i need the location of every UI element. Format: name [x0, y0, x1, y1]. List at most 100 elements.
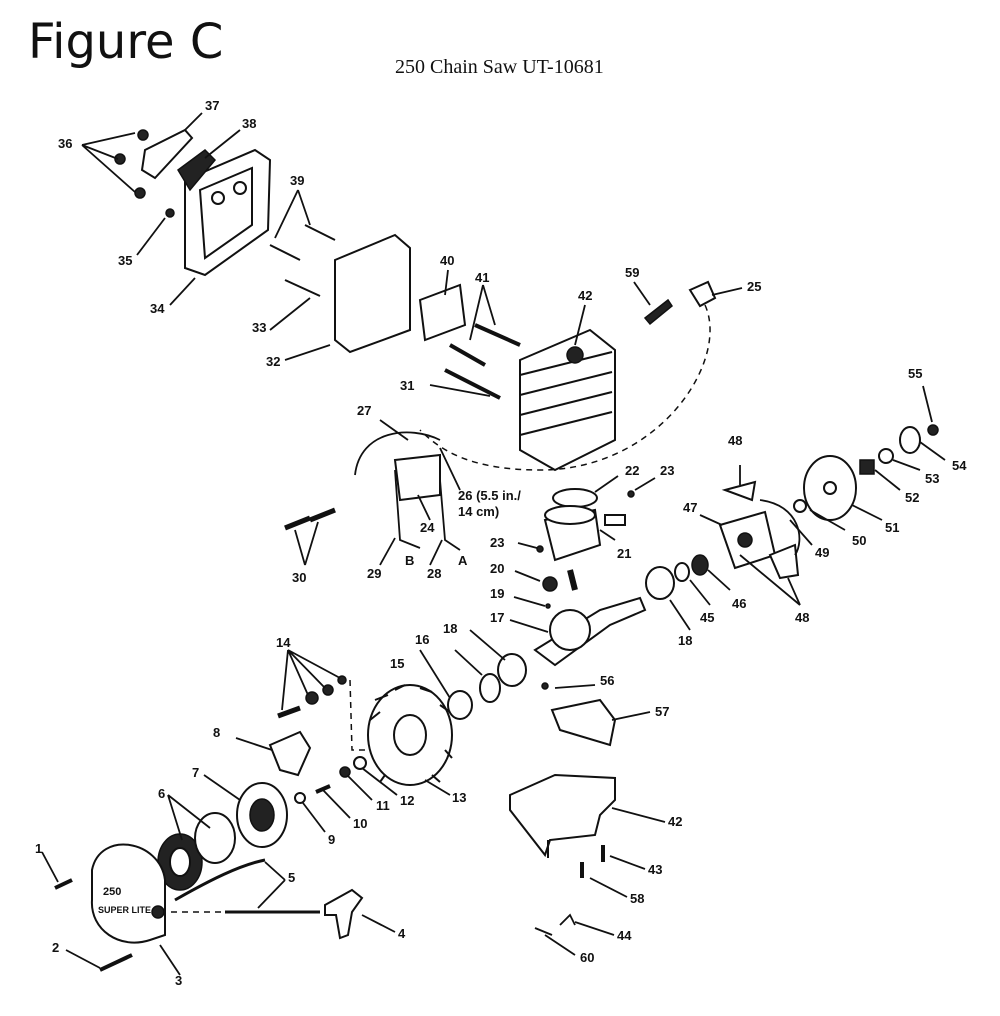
callout-47: 47 [683, 500, 697, 515]
callout-23-left: 23 [490, 535, 504, 550]
callout-A: A [458, 553, 468, 568]
callout-45: 45 [700, 610, 714, 625]
callout-2: 2 [52, 940, 59, 955]
callout-17: 17 [490, 610, 504, 625]
callout-21: 21 [617, 546, 631, 561]
diagram-subtitle: 250 Chain Saw UT-10681 [395, 56, 604, 78]
callout-53: 53 [925, 471, 939, 486]
callout-55: 55 [908, 366, 922, 381]
ignition-module [284, 431, 461, 551]
callout-60: 60 [580, 950, 594, 965]
callout-46: 46 [732, 596, 746, 611]
crankshaft [533, 569, 647, 667]
cylinder [519, 328, 616, 472]
gasket [140, 128, 194, 180]
callout-29: 29 [367, 566, 381, 581]
callout-11: 11 [376, 798, 390, 813]
callout-28: 28 [427, 566, 441, 581]
callout-16: 16 [415, 632, 429, 647]
bearings-seals [447, 554, 709, 720]
callout-22: 22 [625, 463, 639, 478]
air-filter-cover [184, 148, 272, 277]
callout-30: 30 [292, 570, 306, 585]
callout-36: 36 [58, 136, 72, 151]
cylinder-bolts [444, 323, 521, 400]
filter-screen [177, 149, 217, 192]
callout-50: 50 [852, 533, 866, 548]
callout-10: 10 [353, 816, 367, 831]
callout-9: 9 [328, 832, 335, 847]
callout-20: 20 [490, 561, 504, 576]
callout-24: 24 [420, 520, 435, 535]
leader-lines [41, 112, 946, 976]
rewind-spring [157, 812, 236, 891]
callout-48-top: 48 [728, 433, 742, 448]
starter-model-text: SUPER LITE [98, 905, 151, 915]
callout-33: 33 [252, 320, 266, 335]
carburetor-cover [334, 233, 411, 354]
studs [269, 224, 336, 297]
starter-rope-handle [174, 858, 364, 940]
callout-51: 51 [885, 520, 899, 535]
callout-4: 4 [398, 926, 406, 941]
callout-31: 31 [400, 378, 414, 393]
callout-54: 54 [952, 458, 967, 473]
coil-screws [277, 675, 347, 719]
callout-1: 1 [35, 841, 42, 856]
callout-56: 56 [600, 673, 614, 688]
callout-41: 41 [475, 270, 489, 285]
piston-assembly [536, 488, 635, 562]
crankcase [509, 773, 616, 858]
callout-52: 52 [905, 490, 919, 505]
callout-39: 39 [290, 173, 304, 188]
crankcase-screws [534, 845, 605, 936]
callout-labels: 36 37 38 35 34 39 33 32 40 41 31 42 59 2… [35, 98, 967, 988]
callout-5: 5 [288, 870, 295, 885]
oil-pump [541, 682, 617, 747]
nuts [114, 129, 175, 218]
callout-32: 32 [266, 354, 280, 369]
callout-37: 37 [205, 98, 219, 113]
callout-19: 19 [490, 586, 504, 601]
callout-7: 7 [192, 765, 199, 780]
starter-brand-text: 250 [103, 886, 121, 898]
flywheel [367, 684, 453, 786]
callout-13: 13 [452, 790, 466, 805]
callout-B: B [405, 553, 414, 568]
spark-plug-boot [688, 280, 717, 308]
figure-title: Figure C [28, 14, 224, 70]
starter-pulley [236, 782, 288, 848]
callout-27: 27 [357, 403, 371, 418]
clutch-drum [793, 424, 939, 521]
callout-18-left: 18 [443, 621, 457, 636]
callout-26-metric: 14 cm) [458, 504, 499, 519]
callout-3: 3 [175, 973, 182, 988]
starter-screws [54, 878, 133, 972]
callout-6: 6 [158, 786, 165, 801]
callout-42-crankcase: 42 [668, 814, 682, 829]
callout-57: 57 [655, 704, 669, 719]
starter-housing: 250 SUPER LITE [90, 843, 166, 944]
callout-14: 14 [276, 635, 291, 650]
clutch-assembly [718, 480, 801, 580]
callout-15: 15 [390, 656, 404, 671]
callout-8: 8 [213, 725, 220, 740]
callout-48-bottom: 48 [795, 610, 809, 625]
intake-gasket [418, 283, 467, 342]
callout-18-right: 18 [678, 633, 692, 648]
callout-40: 40 [440, 253, 454, 268]
callout-43: 43 [648, 862, 662, 877]
callout-38: 38 [242, 116, 256, 131]
washers [294, 756, 367, 804]
callout-26: 26 (5.5 in./ [458, 488, 521, 503]
callout-44: 44 [617, 928, 632, 943]
callout-23-right: 23 [660, 463, 674, 478]
spark-plug [643, 298, 674, 326]
callout-25: 25 [747, 279, 761, 294]
callout-59: 59 [625, 265, 639, 280]
starter-pawl [268, 730, 312, 777]
callout-34: 34 [150, 301, 165, 316]
callout-12: 12 [400, 793, 414, 808]
callout-49: 49 [815, 545, 829, 560]
